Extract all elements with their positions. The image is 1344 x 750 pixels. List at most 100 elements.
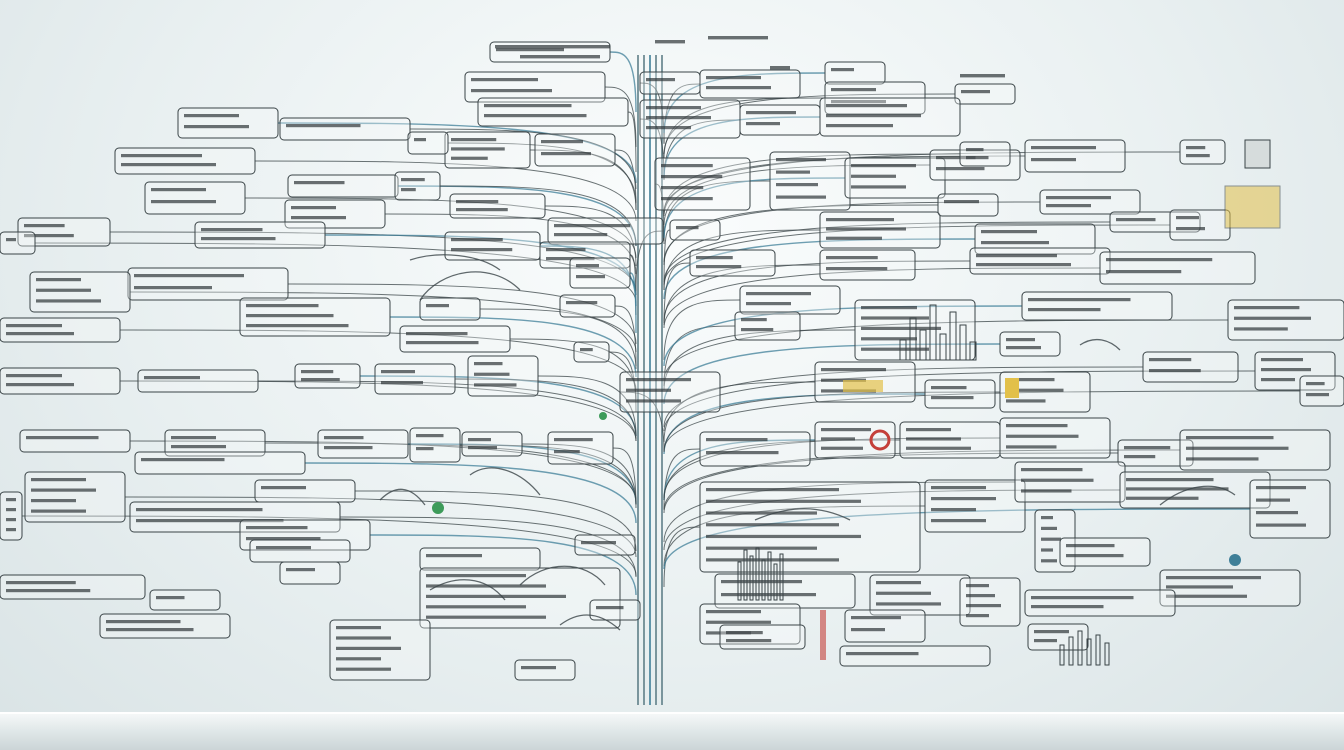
node-box	[574, 534, 636, 556]
sketch-curve	[559, 614, 621, 631]
node-text-stripe	[1106, 270, 1182, 274]
node-text-stripe	[456, 200, 499, 204]
node-text-stripe	[1261, 358, 1303, 362]
node-text-stripe	[451, 156, 488, 160]
node-text-stripe	[381, 370, 415, 374]
header-text-stripe	[708, 36, 768, 40]
node-text-stripe	[301, 370, 334, 374]
floor-shelf	[0, 712, 1344, 750]
node-text-stripe	[426, 574, 526, 578]
node-text-stripe	[876, 591, 931, 595]
sketch-bar	[939, 333, 947, 361]
node-text-stripe	[336, 626, 381, 630]
node-text-stripe	[246, 526, 308, 530]
node-text-stripe	[291, 216, 346, 220]
node-text-stripe	[286, 124, 361, 128]
branch-line	[663, 448, 701, 510]
node-box	[824, 61, 886, 85]
node-box	[287, 174, 399, 198]
node-text-stripe	[6, 324, 62, 328]
node-text-stripe	[144, 376, 200, 380]
node-text-stripe	[451, 248, 513, 252]
accent-dot	[599, 412, 607, 420]
node-text-stripe	[646, 78, 675, 82]
node-box	[399, 325, 511, 353]
node-box	[1034, 509, 1076, 573]
node-text-stripe	[24, 234, 74, 238]
branch-line	[663, 177, 846, 239]
header-text-stripe	[495, 45, 610, 49]
node-text-stripe	[1126, 496, 1199, 500]
sketch-curve	[409, 254, 501, 271]
node-text-stripe	[1006, 378, 1055, 382]
node-text-stripe	[6, 383, 74, 387]
node-text-stripe	[456, 208, 508, 212]
node-text-stripe	[1186, 457, 1259, 461]
node-text-stripe	[1149, 369, 1201, 373]
node-text-stripe	[554, 224, 631, 228]
node-text-stripe	[826, 236, 882, 240]
node-box	[573, 341, 610, 363]
branch-line	[663, 381, 816, 443]
node-text-stripe	[451, 147, 505, 151]
accent-dot	[869, 429, 891, 451]
node-text-stripe	[931, 508, 976, 512]
branch-line	[277, 122, 637, 184]
node-text-stripe	[821, 437, 855, 441]
node-text-stripe	[474, 362, 503, 366]
node-box	[1024, 139, 1126, 173]
node-text-stripe	[1041, 526, 1057, 530]
node-text-stripe	[451, 238, 503, 242]
node-text-stripe	[554, 233, 608, 237]
branch-line	[663, 370, 1256, 432]
node-box	[19, 429, 131, 453]
node-text-stripe	[471, 78, 538, 82]
sketch-curve	[519, 565, 606, 586]
node-text-stripe	[966, 614, 989, 618]
node-text-stripe	[294, 181, 345, 185]
node-text-stripe	[474, 372, 510, 376]
node-box	[477, 97, 629, 127]
node-box	[589, 599, 641, 621]
sketch-bar	[1077, 630, 1083, 666]
branch-line	[264, 442, 637, 504]
branch-line	[663, 153, 961, 215]
node-text-stripe	[286, 568, 315, 572]
node-box	[1299, 375, 1344, 407]
branch-line	[614, 149, 637, 211]
node-text-stripe	[546, 257, 595, 261]
node-text-stripe	[184, 114, 239, 118]
node-text-stripe	[976, 263, 1071, 267]
branch-line	[663, 391, 1001, 453]
node-text-stripe	[706, 76, 761, 80]
node-box	[1142, 351, 1239, 383]
node-box	[149, 589, 221, 611]
node-text-stripe	[171, 436, 216, 440]
node-text-stripe	[726, 639, 772, 643]
node-box	[374, 363, 456, 395]
node-text-stripe	[1006, 424, 1068, 428]
node-box	[937, 193, 999, 217]
node-text-stripe	[1031, 605, 1104, 609]
node-box	[924, 379, 996, 409]
branch-line	[539, 245, 637, 307]
sketch-bar	[1086, 638, 1092, 666]
node-text-stripe	[426, 605, 526, 609]
sketch-bar	[743, 549, 748, 601]
node-text-stripe	[1006, 434, 1079, 438]
branch-line	[663, 224, 1171, 286]
branch-line	[663, 439, 816, 501]
branch-line	[663, 262, 691, 324]
branch-line	[663, 343, 1001, 405]
branch-line	[663, 229, 671, 291]
node-text-stripe	[1149, 358, 1192, 362]
branch-line	[459, 444, 637, 506]
node-text-stripe	[1116, 218, 1156, 222]
node-box	[1059, 537, 1151, 567]
branch-line	[663, 238, 976, 300]
node-text-stripe	[1031, 158, 1076, 162]
node-text-stripe	[746, 302, 791, 306]
node-text-stripe	[851, 616, 901, 620]
branch-line	[339, 516, 637, 578]
node-box	[127, 267, 289, 301]
